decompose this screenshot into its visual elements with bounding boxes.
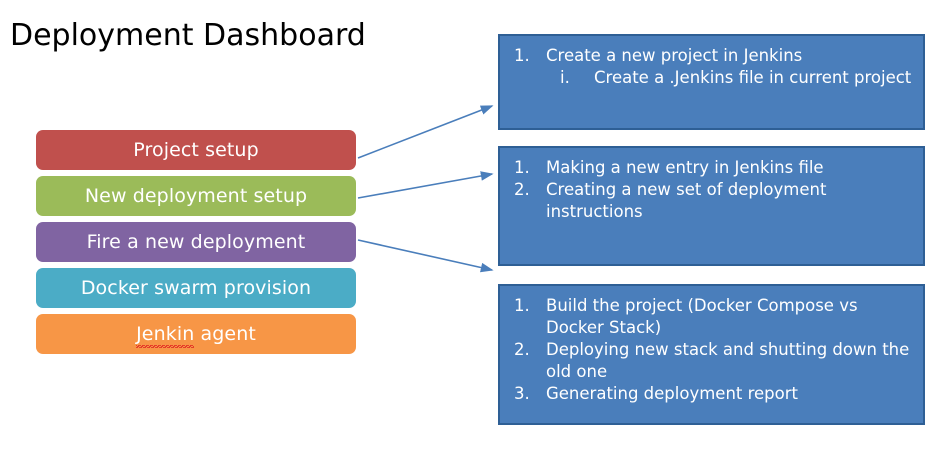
- stage-pill-project-setup[interactable]: Project setup: [36, 130, 356, 170]
- list-marker: 2.: [514, 180, 530, 199]
- detail-list: 1. Create a new project in Jenkins i. Crea…: [500, 36, 923, 89]
- misspelled-word: Jenkin: [136, 323, 195, 348]
- list-item: 2. Creating a new set of deployment instr…: [514, 179, 913, 223]
- stage-label: Docker swarm provision: [80, 277, 312, 299]
- stage-pill-new-deployment-setup[interactable]: New deployment setup: [36, 176, 356, 216]
- stage-label-rest: agent: [194, 323, 256, 345]
- connector-arrow-2: [357, 171, 494, 199]
- list-text: Build the project (Docker Compose vs Doc…: [546, 296, 858, 337]
- list-marker: 1.: [514, 158, 530, 177]
- sub-list-marker: i.: [560, 68, 570, 87]
- list-item: 1. Build the project (Docker Compose vs D…: [514, 295, 913, 339]
- list-text: Making a new entry in Jenkins file: [546, 158, 824, 177]
- stage-label: Fire a new deployment: [86, 231, 306, 253]
- list-item: 1. Create a new project in Jenkins i. Crea…: [514, 45, 913, 89]
- list-marker: 3.: [514, 384, 530, 403]
- detail-box-2[interactable]: 1. Making a new entry in Jenkins file 2. C…: [498, 146, 925, 266]
- page-title: Deployment Dashboard: [10, 18, 366, 53]
- list-marker: 1.: [514, 46, 530, 65]
- list-item: 3. Generating deployment report: [514, 383, 913, 405]
- detail-box-1[interactable]: 1. Create a new project in Jenkins i. Crea…: [498, 34, 925, 130]
- stage-list: Project setup New deployment setup Fire …: [36, 130, 356, 360]
- detail-list: 1. Making a new entry in Jenkins file 2. C…: [500, 148, 923, 223]
- list-text: Deploying new stack and shutting down th…: [546, 340, 910, 381]
- list-item: 1. Making a new entry in Jenkins file: [514, 157, 913, 179]
- sub-list: i. Create a .Jenkins file in current proj…: [546, 67, 913, 89]
- stage-pill-docker-swarm-provision[interactable]: Docker swarm provision: [36, 268, 356, 308]
- connector-arrow-3: [357, 239, 494, 273]
- list-item: 2. Deploying new stack and shutting down …: [514, 339, 913, 383]
- sub-list-item: i. Create a .Jenkins file in current proj…: [546, 67, 913, 89]
- list-marker: 1.: [514, 296, 530, 315]
- stage-pill-fire-a-new-deployment[interactable]: Fire a new deployment: [36, 222, 356, 262]
- detail-box-3[interactable]: 1. Build the project (Docker Compose vs D…: [498, 284, 925, 425]
- stage-pill-jenkin-agent[interactable]: Jenkin agent: [36, 314, 356, 354]
- sub-list-text: Create a .Jenkins file in current projec…: [594, 68, 912, 87]
- list-text: Generating deployment report: [546, 384, 799, 403]
- list-marker: 2.: [514, 340, 530, 359]
- detail-list: 1. Build the project (Docker Compose vs D…: [500, 286, 923, 405]
- stage-label: Jenkin agent: [136, 323, 256, 348]
- stage-label: New deployment setup: [84, 185, 308, 207]
- list-text: Create a new project in Jenkins: [546, 46, 803, 65]
- connector-arrow-1: [357, 105, 494, 159]
- list-text: Creating a new set of deployment instruc…: [546, 180, 827, 221]
- stage-label: Project setup: [133, 139, 259, 161]
